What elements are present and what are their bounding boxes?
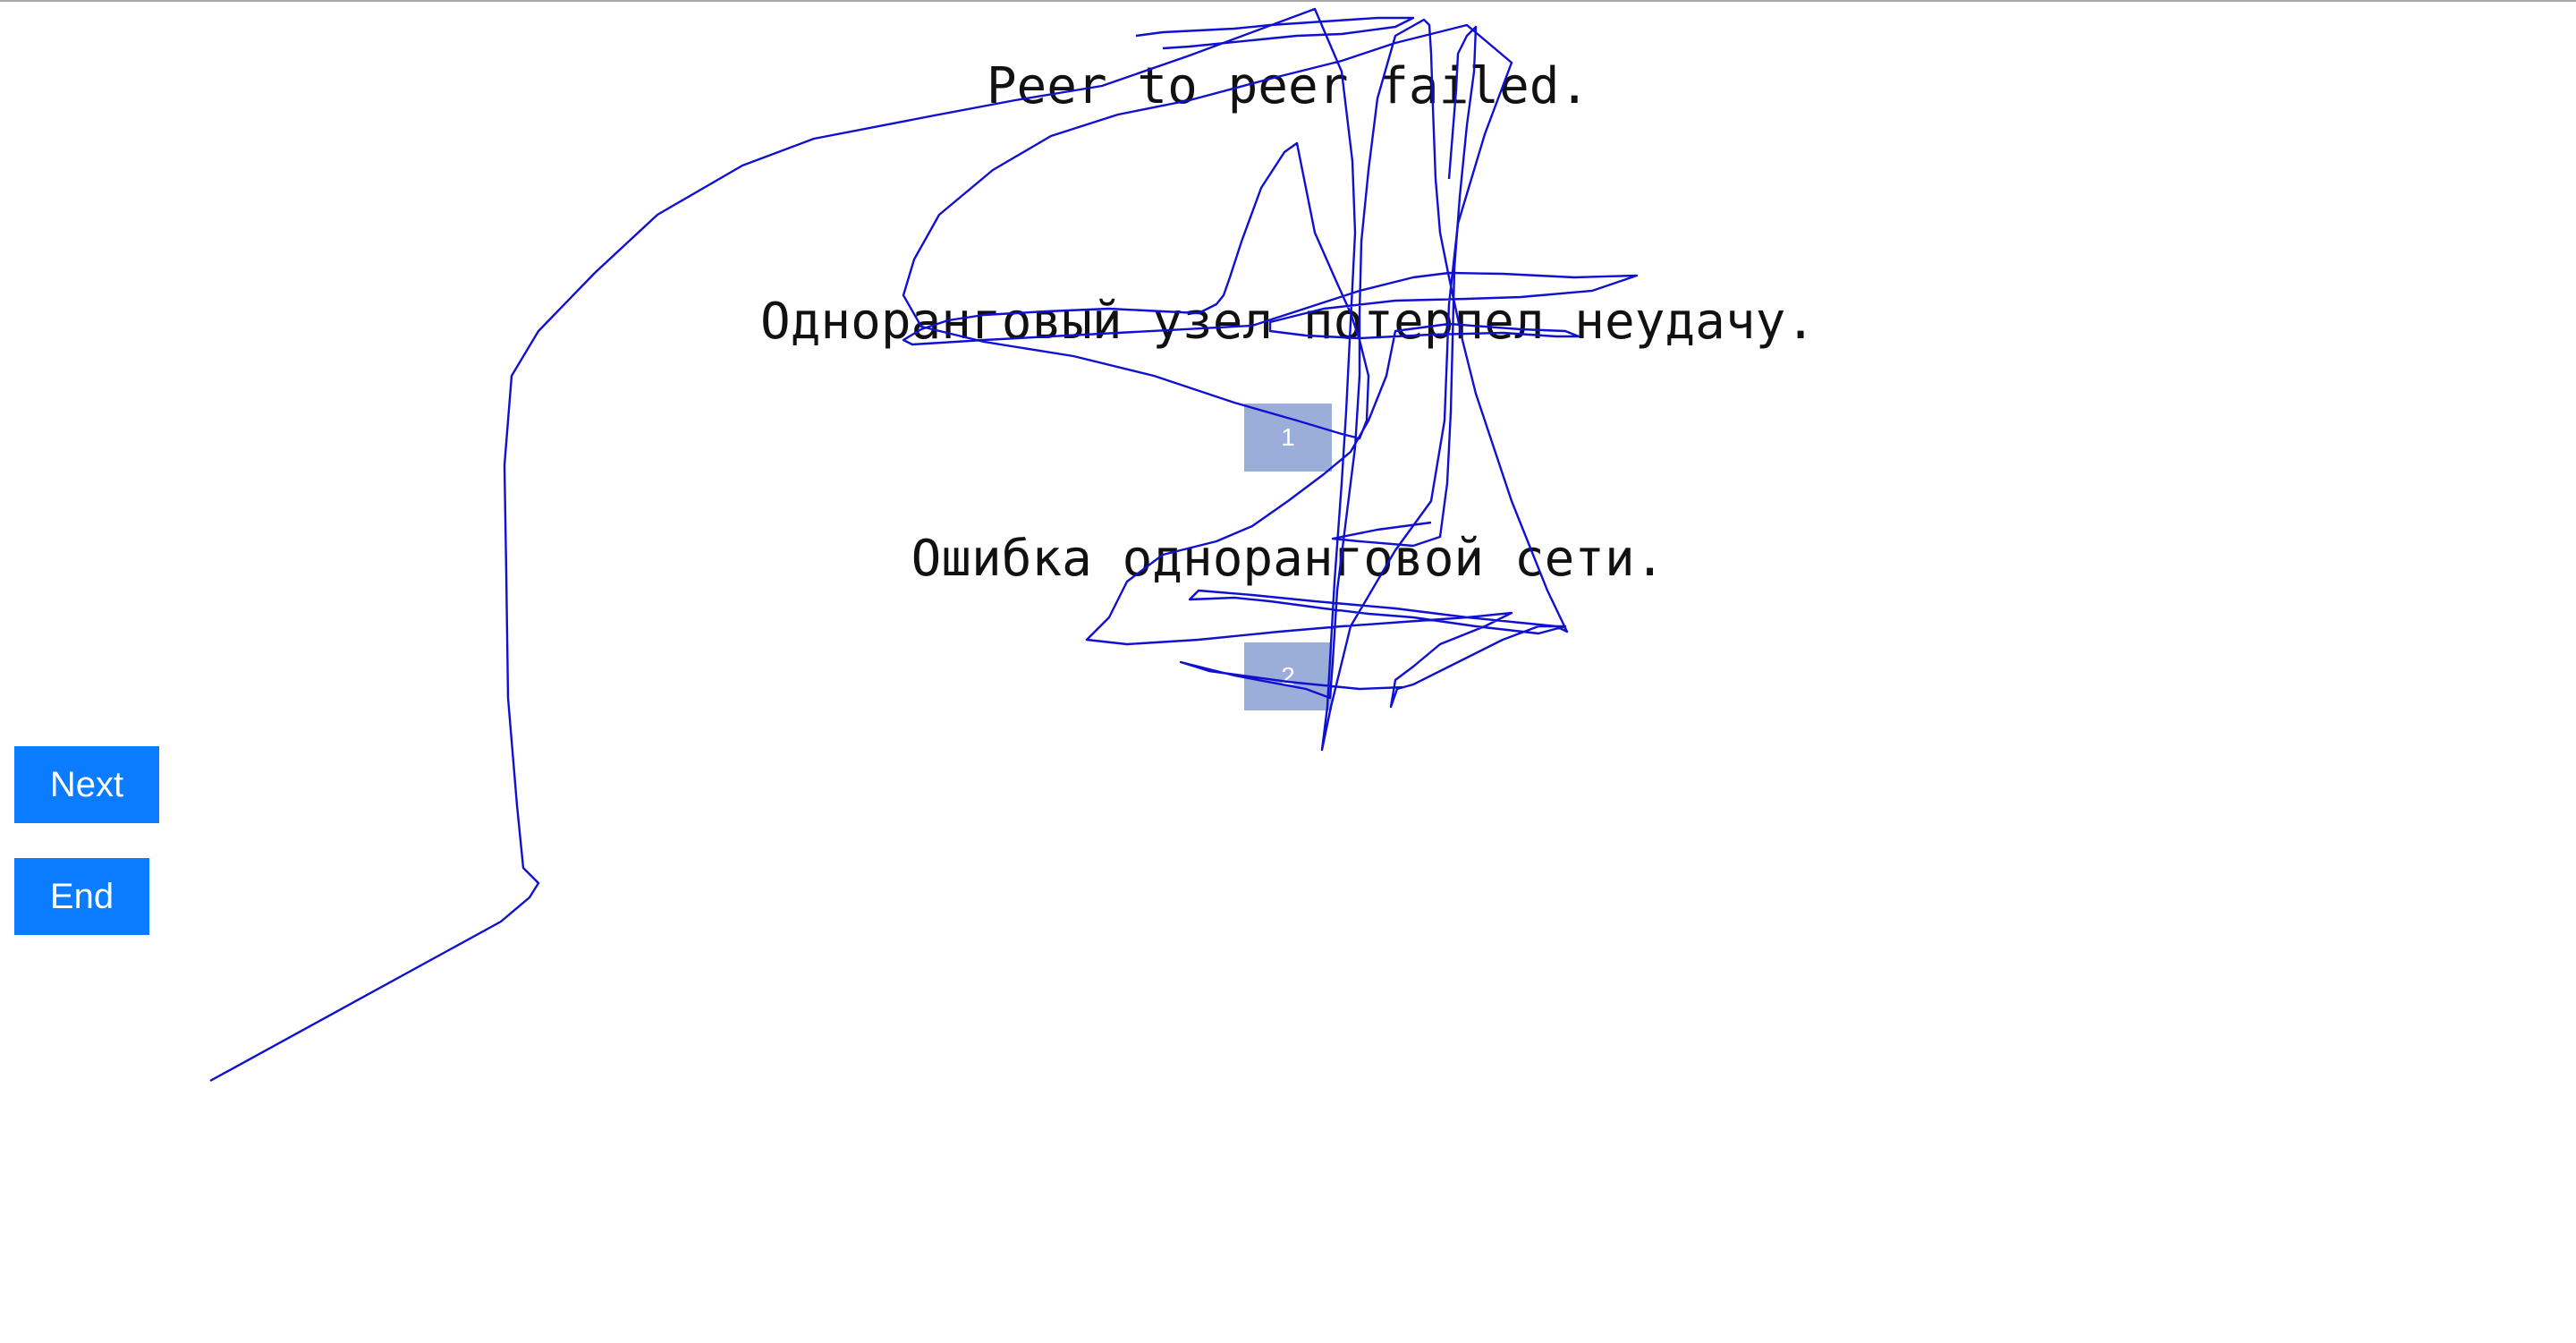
end-button[interactable]: End	[14, 858, 149, 935]
top-border	[0, 0, 2576, 2]
option-2-marker[interactable]: 2	[1244, 642, 1332, 710]
prompt-russian-2: Ошибка одноранговой сети.	[911, 530, 1665, 588]
prompt-russian-1: Одноранговый узел потерпел неудачу.	[759, 293, 1817, 351]
next-button[interactable]: Next	[14, 746, 159, 823]
prompt-english: Peer to peer failed.	[986, 57, 1590, 115]
option-1-marker[interactable]: 1	[1244, 404, 1332, 472]
